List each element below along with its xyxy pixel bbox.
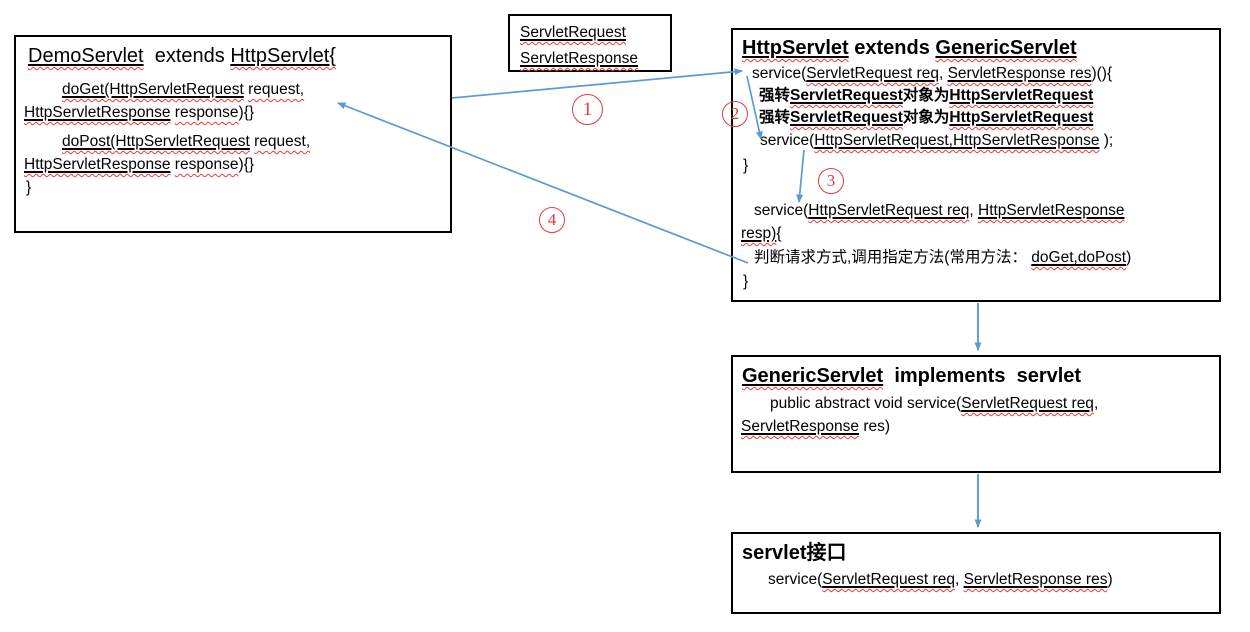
text-line: doGet(HttpServletRequest request,: [62, 81, 305, 98]
arrow-1-demo-to-httpservlet: [451, 68, 743, 99]
text-line: service(ServletRequest req, ServletRespo…: [768, 571, 1113, 588]
text-line: 判断请求方式,调用指定方法(常用方法： doGet,doPost): [754, 249, 1132, 266]
text-line: servlet接口: [742, 542, 847, 564]
text-line: ServletRequest: [520, 24, 626, 41]
text-line: service(HttpServletRequest req, HttpServ…: [754, 202, 1125, 219]
circled-number-3: 3: [818, 168, 844, 194]
demo-servlet-class-box: DemoServlet extends HttpServlet{ doGet(Ht…: [14, 35, 452, 233]
text-line: 强转ServletRequest对象为HttpServletRequest: [759, 109, 1094, 126]
servlet-interface-box: servlet接口 service(ServletRequest req, Ser…: [731, 532, 1221, 614]
text-line: }: [743, 273, 749, 290]
text-line: DemoServlet extends HttpServlet{: [28, 45, 336, 67]
circled-number-4: 4: [539, 207, 565, 233]
text-line: resp){: [741, 225, 782, 242]
text-line: public abstract void service(ServletRequ…: [770, 395, 1099, 412]
text-line: service(HttpServletRequest,HttpServletRe…: [760, 132, 1114, 149]
text-line: [733, 178, 1219, 199]
text-line: }: [26, 179, 32, 196]
text-line: HttpServletResponse response){}: [24, 104, 255, 121]
text-line: doPost(HttpServletRequest request,: [62, 133, 311, 150]
text-line: }: [743, 157, 749, 174]
http-servlet-class-box: HttpServlet extends GenericServlet servic…: [731, 28, 1221, 302]
text-line: ServletResponse res): [741, 418, 891, 435]
text-line: 强转ServletRequest对象为HttpServletRequest: [759, 87, 1094, 104]
generic-servlet-class-box: GenericServlet implements servlet public …: [731, 355, 1221, 473]
text-line: HttpServletResponse response){}: [24, 156, 255, 173]
text-line: HttpServlet extends GenericServlet: [742, 37, 1077, 59]
text-line: service(ServletRequest req, ServletRespo…: [752, 65, 1113, 82]
circled-number-2: 2: [722, 101, 748, 127]
text-line: GenericServlet implements servlet: [742, 365, 1082, 387]
text-line: ServletResponse: [520, 50, 639, 67]
circled-number-1: 1: [572, 94, 603, 125]
